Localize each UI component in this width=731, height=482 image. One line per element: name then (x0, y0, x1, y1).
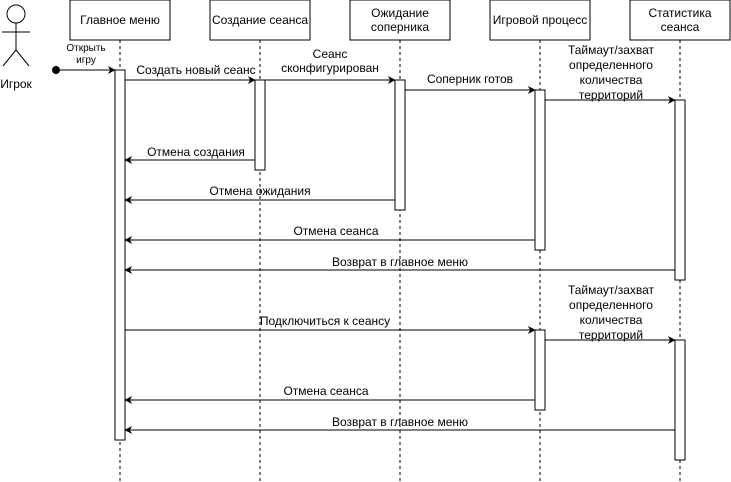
message-return-menu-1: Возврат в главное меню (124, 255, 675, 274)
message-join-session-label: Подключиться к сеансу (260, 314, 390, 328)
message-cancel-creation-label: Отмена создания (147, 145, 245, 159)
message-cancel-waiting: Отмена ожидания (124, 184, 395, 204)
message-cancel-session-2: Отмена сеанса (124, 384, 535, 404)
message-cancel-session-1: Отмена сеанса (124, 224, 535, 244)
lifeline-header-menu: Главное меню (69, 0, 171, 41)
lifeline-header-game: Игровой процесс (489, 0, 591, 41)
message-return-menu-1-label: Возврат в главное меню (332, 255, 468, 269)
message-cancel-session-1-label: Отмена сеанса (293, 224, 378, 238)
activation-menu-0 (114, 69, 126, 441)
message-return-menu-2: Возврат в главное меню (124, 415, 675, 434)
lifeline-label-menu: Главное меню (80, 13, 160, 27)
message-cancel-creation: Отмена создания (124, 145, 255, 164)
activation-wait-2 (394, 79, 406, 211)
lifeline-label-create: Создание сеанса (212, 13, 308, 27)
start-dot (52, 66, 60, 74)
message-opponent-ready: Соперник готов (405, 72, 536, 94)
lifeline-header-create: Создание сеанса (209, 0, 311, 41)
message-create-session: Создать новый сеанс (125, 63, 256, 84)
activation-stats-6 (674, 339, 686, 461)
activation-create-1 (254, 79, 266, 171)
message-join-session: Подключиться к сеансу (125, 314, 536, 334)
message-return-menu-2-label: Возврат в главное меню (332, 415, 468, 429)
activation-game-3 (534, 89, 546, 251)
lifeline-label-game: Игровой процесс (493, 13, 588, 27)
message-cancel-session-2-label: Отмена сеанса (283, 384, 368, 398)
activation-stats-4 (674, 99, 686, 281)
activation-game-5 (534, 329, 546, 411)
actor-player: Игрок (0, 4, 33, 91)
actor-label: Игрок (0, 77, 32, 91)
message-create-session-label: Создать новый сеанс (136, 63, 255, 77)
message-cancel-waiting-label: Отмена ожидания (209, 184, 310, 198)
message-opponent-ready-label: Соперник готов (427, 72, 513, 86)
